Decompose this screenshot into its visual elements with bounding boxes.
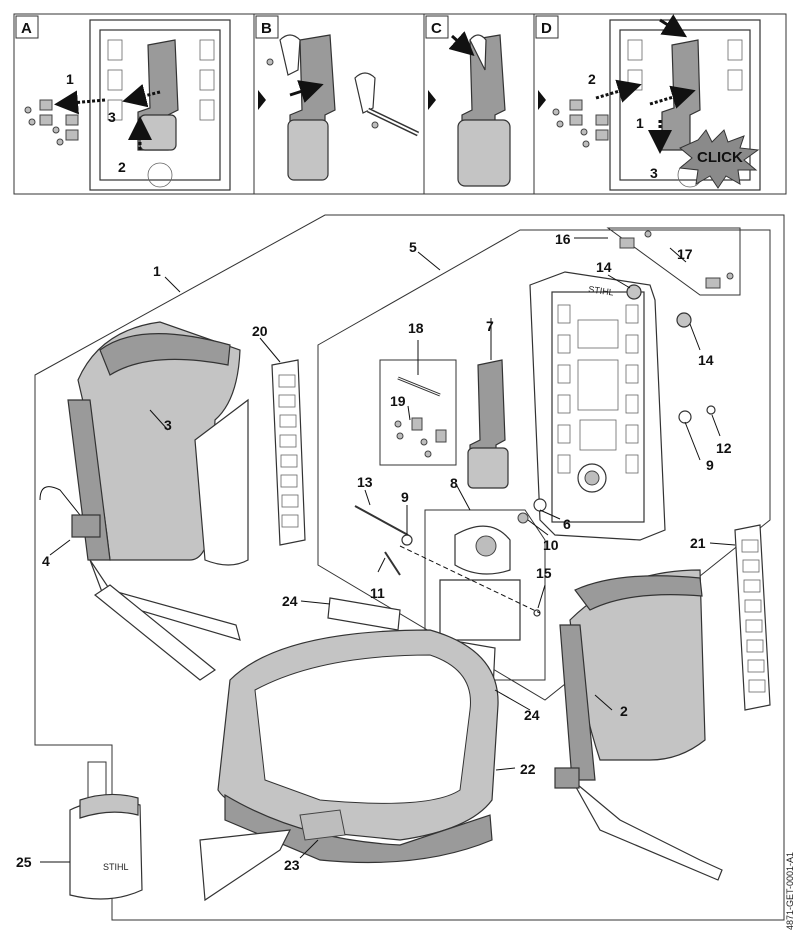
spring-kit-box [379, 359, 457, 466]
step-label: 2 [588, 71, 596, 87]
callout-2: 2 [620, 703, 628, 719]
panel-c-letter: C [431, 20, 442, 37]
screws [552, 99, 609, 148]
washer [401, 534, 413, 546]
carrier-kit-outline [317, 229, 771, 701]
main-exploded-view: STIHL [16, 214, 795, 930]
callout-17: 17 [677, 246, 693, 262]
step-label: 2 [118, 159, 126, 175]
screws [24, 99, 79, 146]
panel-d: D 2 1 3 CLICK [535, 14, 761, 191]
panel-d-letter: D [541, 20, 552, 37]
svg-text:STIHL: STIHL [588, 284, 615, 297]
callout-5: 5 [409, 239, 417, 255]
shoulder-strap-left [39, 321, 249, 681]
step-panels: A 1 3 2 [13, 13, 787, 195]
callout-25: 25 [16, 854, 32, 870]
callout-13: 13 [357, 474, 373, 490]
panel-a-letter: A [21, 20, 32, 37]
callout-22: 22 [520, 761, 536, 777]
clip [327, 597, 401, 631]
svg-text:STIHL: STIHL [103, 862, 129, 872]
callout-8: 8 [450, 475, 458, 491]
callout-19: 19 [390, 393, 406, 409]
panel-c: C [425, 15, 511, 187]
callout-21: 21 [690, 535, 706, 551]
bracket-screws [619, 230, 734, 289]
callout-23: 23 [284, 857, 300, 873]
document-code: 4871-GET-0001-A1 [785, 852, 795, 930]
callout-14: 14 [596, 259, 612, 275]
buffer [626, 284, 642, 300]
buffer [676, 312, 692, 328]
click-label: CLICK [697, 149, 743, 166]
callout-3: 3 [164, 417, 172, 433]
callout-6: 6 [563, 516, 571, 532]
callout-7: 7 [486, 318, 494, 334]
bolt [354, 505, 409, 536]
step-label: 3 [108, 109, 116, 125]
callout-1: 1 [153, 263, 161, 279]
callout-16: 16 [555, 231, 571, 247]
callout-10: 10 [543, 537, 559, 553]
callout-20: 20 [252, 323, 268, 339]
callout-11: 11 [370, 585, 385, 601]
callout-15: 15 [536, 565, 552, 581]
callout-24b: 24 [524, 707, 540, 723]
screw [384, 551, 401, 576]
callout-14b: 14 [698, 352, 714, 368]
leader-lines [40, 237, 736, 863]
carrier-plate: STIHL [529, 271, 666, 541]
callout-12: 12 [716, 440, 732, 456]
back-pad [271, 359, 306, 546]
kit-outline [34, 214, 785, 921]
hip-belt [199, 629, 499, 902]
panel-b-letter: B [261, 20, 272, 37]
callout-9: 9 [401, 489, 409, 505]
callout-4: 4 [42, 553, 50, 569]
callouts: 1 2 3 4 5 6 7 8 9 9 10 11 12 13 14 14 15… [16, 231, 732, 873]
callout-24: 24 [282, 593, 298, 609]
click-burst [678, 129, 760, 189]
shoulder-strap-right [554, 569, 723, 881]
step-label: 1 [66, 71, 74, 87]
panel-a: A 1 3 2 [15, 15, 231, 191]
pouch: STIHL [69, 761, 143, 900]
back-pad [734, 524, 771, 711]
panel-b: B [255, 15, 420, 181]
step-label: 1 [636, 115, 644, 131]
callout-18: 18 [408, 320, 424, 336]
step-label: 3 [650, 165, 658, 181]
callout-9b: 9 [706, 457, 714, 473]
